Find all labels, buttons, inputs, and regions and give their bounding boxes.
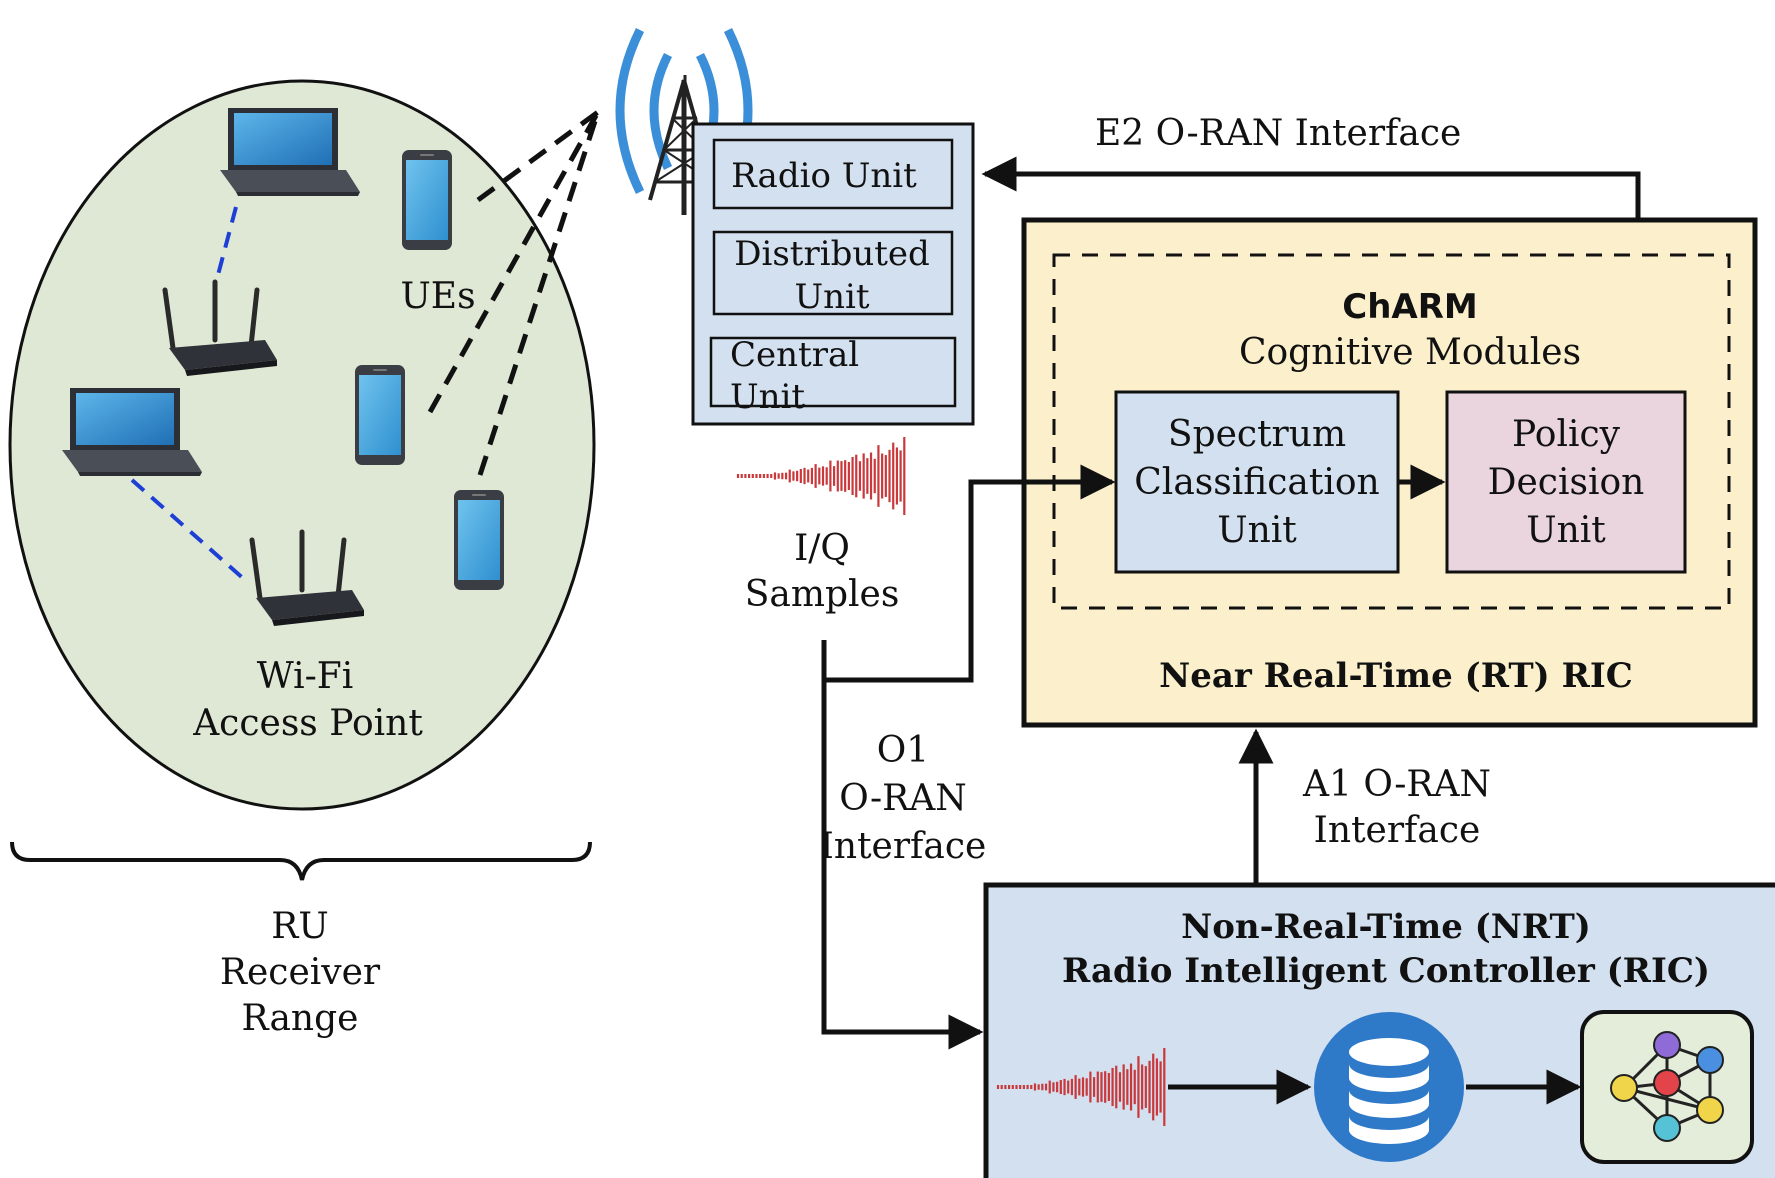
neural-network-icon [1580,1010,1754,1164]
ru-range-line3: Range [242,998,359,1039]
iq-waveform-icon [996,1048,1166,1126]
wifi-label-line2: Access Point [192,703,423,744]
smartphone-icon [355,365,405,465]
iq-samples-line1: I/Q [794,528,850,569]
ru-coverage-area [8,79,596,811]
distributed-unit-line2: Unit [794,277,869,317]
a1-line1: A1 O-RAN [1302,764,1491,805]
radio-unit-label: Radio Unit [731,156,917,196]
spectrum-classification-unit [1114,390,1400,574]
e2-interface-label: E2 O-RAN Interface [1095,113,1461,154]
iq-to-classification-arrow [824,464,1116,683]
smartphone-icon [402,150,452,250]
charm-title: ChARM [1342,287,1478,327]
charm-subtitle: Cognitive Modules [1239,332,1581,373]
o1-line2: O-RAN [839,778,967,819]
smartphone-icon [454,490,504,590]
charm-modules-boundary [1052,253,1731,610]
central-unit-box [709,336,957,408]
ues-label: UEs [400,276,475,317]
cellular-link [476,109,600,203]
near-rt-ric-label: Near Real-Time (RT) RIC [1159,656,1633,696]
a1-line2: Interface [1314,810,1481,851]
nrt-ric-line1: Non-Real-Time (NRT) [1181,907,1591,947]
radio-unit-box [712,138,954,210]
ru-range-line2: Receiver [220,952,381,993]
policy-line2: Decision [1488,462,1645,503]
iq-samples-line2: Samples [745,574,900,615]
distributed-unit-box [712,230,954,316]
iq-waveform-icon [736,437,906,515]
ru-range-line1: RU [271,906,328,947]
policy-line1: Policy [1512,414,1621,455]
wifi-link [216,206,238,276]
spectrum-line1: Spectrum [1168,414,1346,455]
database-icon [1314,1012,1464,1162]
wifi-label-line1: Wi-Fi [257,656,354,697]
distributed-unit-line1: Distributed [734,234,930,274]
spectrum-line2: Classification [1134,462,1379,503]
o1-line1: O1 [877,730,929,771]
policy-line3: Unit [1526,510,1606,551]
spectrum-line3: Unit [1217,510,1297,551]
nrt-ric-line2: Radio Intelligent Controller (RIC) [1062,951,1710,991]
range-brace [10,841,592,881]
cellular-link [427,110,601,414]
policy-decision-unit [1445,390,1687,574]
o1-to-nrt-arrow [821,640,984,1050]
central-unit-line2: Unit [730,377,805,417]
central-unit-line1: Central [730,335,859,375]
o1-line3: Interface [820,826,987,867]
